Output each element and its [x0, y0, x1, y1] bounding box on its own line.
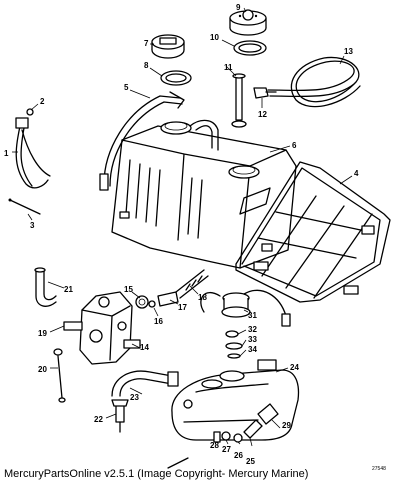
callout-leaders: [12, 7, 353, 447]
fuel-hose: [267, 56, 361, 108]
callout-34: 34: [248, 345, 257, 354]
spacers-32-34: [225, 330, 243, 359]
wiring-harness: [8, 108, 51, 215]
callout-labels: 2 1 3 4 5 6 7 8 9 10 11 12 13 14 15 16 1…: [4, 3, 359, 466]
connector-17: [157, 291, 179, 307]
callout-22: 22: [94, 415, 103, 424]
fuel-pump: [63, 291, 141, 365]
hose-23: [111, 370, 179, 397]
copyright-caption: MercuryPartsOnline v2.5.1 (Image Copyrig…: [4, 468, 309, 480]
fuel-tank: [111, 119, 297, 269]
callout-4: 4: [354, 169, 359, 178]
callout-19: 19: [38, 329, 47, 338]
fitting-15: [135, 295, 149, 309]
callout-29: 29: [282, 421, 291, 430]
tank-cradle: [235, 161, 391, 303]
callout-18: 18: [198, 293, 207, 302]
callout-17: 17: [178, 303, 187, 312]
callout-1: 1: [4, 149, 9, 158]
callout-25: 25: [246, 457, 255, 466]
callout-3: 3: [30, 221, 35, 230]
callout-2: 2: [40, 97, 45, 106]
callout-32: 32: [248, 325, 257, 334]
callout-13: 13: [344, 47, 353, 56]
callout-26: 26: [234, 451, 243, 460]
callout-6: 6: [292, 141, 297, 150]
callout-24: 24: [290, 363, 299, 372]
fuel-gauge-cap: [229, 9, 267, 36]
callout-12: 12: [258, 110, 267, 119]
callout-31: 31: [248, 311, 257, 320]
hold-down-strap: [99, 91, 185, 191]
pickup-tube: [231, 73, 277, 128]
drawing-number: 27548: [372, 466, 386, 472]
callout-9: 9: [236, 3, 241, 12]
check-valve: [53, 348, 66, 403]
callout-7: 7: [144, 39, 149, 48]
cap-gasket: [160, 70, 192, 86]
primer-fitting: [111, 399, 129, 433]
callout-5: 5: [124, 83, 129, 92]
callout-8: 8: [144, 61, 149, 70]
bracket-elbow: [34, 267, 57, 307]
callout-16: 16: [154, 317, 163, 326]
callout-15: 15: [124, 285, 133, 294]
callout-11: 11: [224, 63, 233, 72]
callout-23: 23: [130, 393, 139, 402]
callout-14: 14: [140, 343, 149, 352]
fuel-line-18: [175, 269, 209, 299]
callout-27: 27: [222, 445, 231, 454]
callout-33: 33: [248, 335, 257, 344]
gauge-gasket: [233, 40, 267, 56]
callout-28: 28: [210, 441, 219, 450]
washer-16: [148, 300, 156, 308]
fuel-cap: [151, 34, 185, 59]
callout-20: 20: [38, 365, 47, 374]
callout-21: 21: [64, 285, 73, 294]
callout-10: 10: [210, 33, 219, 42]
sender-31: [200, 289, 291, 327]
